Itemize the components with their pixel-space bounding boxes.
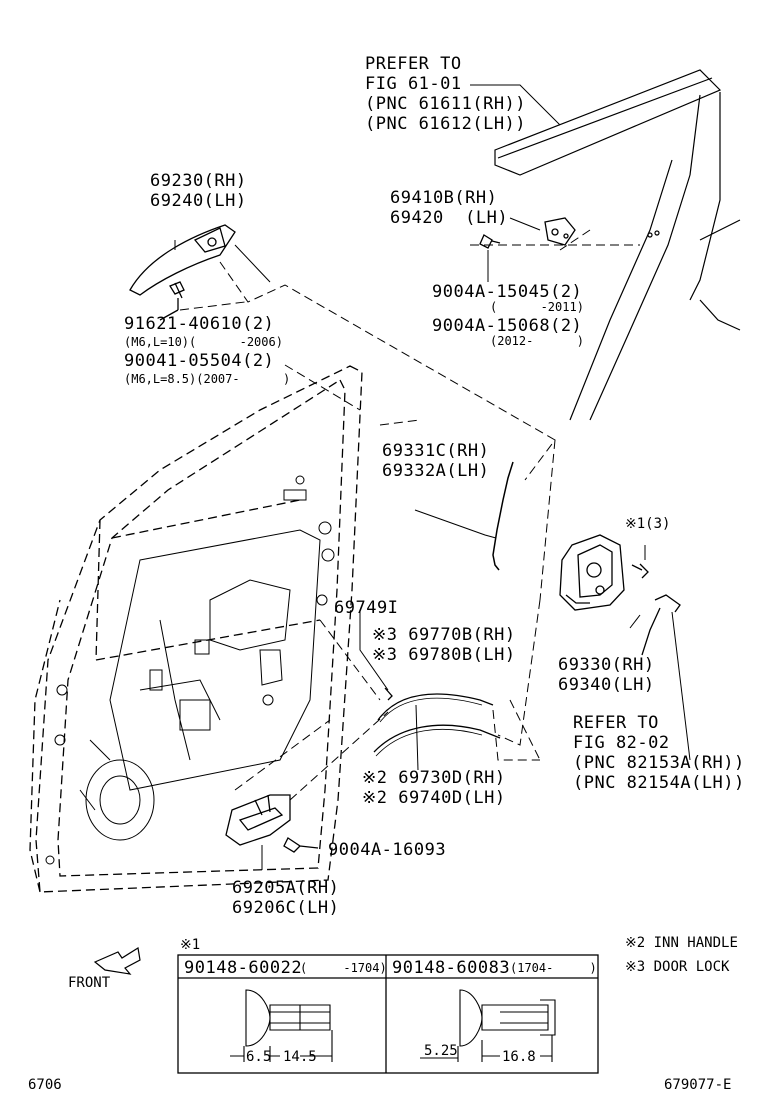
table-left-part[interactable]: 90148-60022 [184, 958, 303, 978]
door-inner-panel [45, 475, 335, 865]
lock-screw-note: ※1(3) [625, 516, 671, 532]
cover-part[interactable]: 69749I [334, 598, 399, 618]
handle-cable-rh[interactable]: ※2 69730D(RH) [362, 768, 506, 788]
striker-rh[interactable]: 69410B(RH) [390, 188, 498, 208]
rod-lh[interactable]: 69332A(LH) [382, 461, 490, 481]
body-opening [494, 69, 741, 421]
lock-cable-lh[interactable]: ※3 69780B(LH) [372, 645, 516, 665]
fastener-table [177, 954, 599, 1074]
refer-note-4: (PNC 82154A(LH)) [573, 773, 745, 793]
striker-lh[interactable]: 69420 (LH) [390, 208, 509, 228]
dim-right-b: 16.8 [502, 1049, 536, 1065]
handle-bolt-b[interactable]: 90041-05504(2) [124, 351, 275, 371]
page-code: 6706 [28, 1077, 62, 1093]
refer-note-3: (PNC 82153A(RH)) [573, 753, 745, 773]
striker-screw-a-note: ( -2011) [490, 300, 584, 314]
handle-cable-lh[interactable]: ※2 69740D(LH) [362, 788, 506, 808]
dim-left-a: 6.5 [246, 1049, 272, 1065]
clip-left [230, 989, 333, 1062]
lock-rh[interactable]: 69330(RH) [558, 655, 655, 675]
lock-cable-rh[interactable]: ※3 69770B(RH) [372, 625, 516, 645]
legend-inner-handle: ※2 INN HANDLE [625, 935, 738, 951]
outer-handle-shape [129, 224, 236, 296]
inner-handle-rh[interactable]: 69205A(RH) [232, 878, 340, 898]
inner-handle-lh[interactable]: 69206C(LH) [232, 898, 340, 918]
handle-bolt-b-note: (M6,L=8.5)(2007- ) [124, 372, 291, 386]
inner-handle-shape [225, 794, 291, 846]
front-label: FRONT [68, 975, 111, 991]
inner-handle-screw[interactable]: 9004A-16093 [328, 840, 447, 860]
outer-handle-rh[interactable]: 69230(RH) [150, 171, 247, 191]
prefer-note-3: (PNC 61611(RH)) [365, 94, 527, 114]
striker-screw-b-note: (2012- ) [490, 334, 584, 348]
prefer-note-1: PREFER TO [365, 54, 462, 74]
door-lock-shape [559, 534, 625, 611]
striker-screw-b[interactable]: 9004A-15068(2) [432, 316, 583, 336]
handle-bolt-a[interactable]: 91621-40610(2) [124, 314, 275, 334]
dim-left-b: 14.5 [283, 1049, 317, 1065]
lock-lh[interactable]: 69340(LH) [558, 675, 655, 695]
table-right-part[interactable]: 90148-60083 [392, 958, 511, 978]
rod-rh[interactable]: 69331C(RH) [382, 441, 490, 461]
door-frame [29, 365, 363, 893]
dim-right-a: 5.25 [424, 1043, 458, 1059]
prefer-note-2: FIG 61-01 [365, 74, 462, 94]
refer-note-1: REFER TO [573, 713, 659, 733]
drawing-code: 679077-E [664, 1077, 732, 1093]
legend-door-lock: ※3 DOOR LOCK [625, 959, 730, 975]
table-mark: ※1 [180, 937, 201, 953]
striker-shape [544, 217, 576, 246]
refer-note-2: FIG 82-02 [573, 733, 670, 753]
clip-right [420, 989, 556, 1062]
handle-bolt-a-note: (M6,L=10)( -2006) [124, 335, 283, 349]
prefer-note-4: (PNC 61612(LH)) [365, 114, 527, 134]
striker-screw-a[interactable]: 9004A-15045(2) [432, 282, 583, 302]
table-left-range: ( -1704) [300, 961, 387, 975]
outer-handle-lh[interactable]: 69240(LH) [150, 191, 247, 211]
table-right-range: (1704- ) [510, 961, 597, 975]
